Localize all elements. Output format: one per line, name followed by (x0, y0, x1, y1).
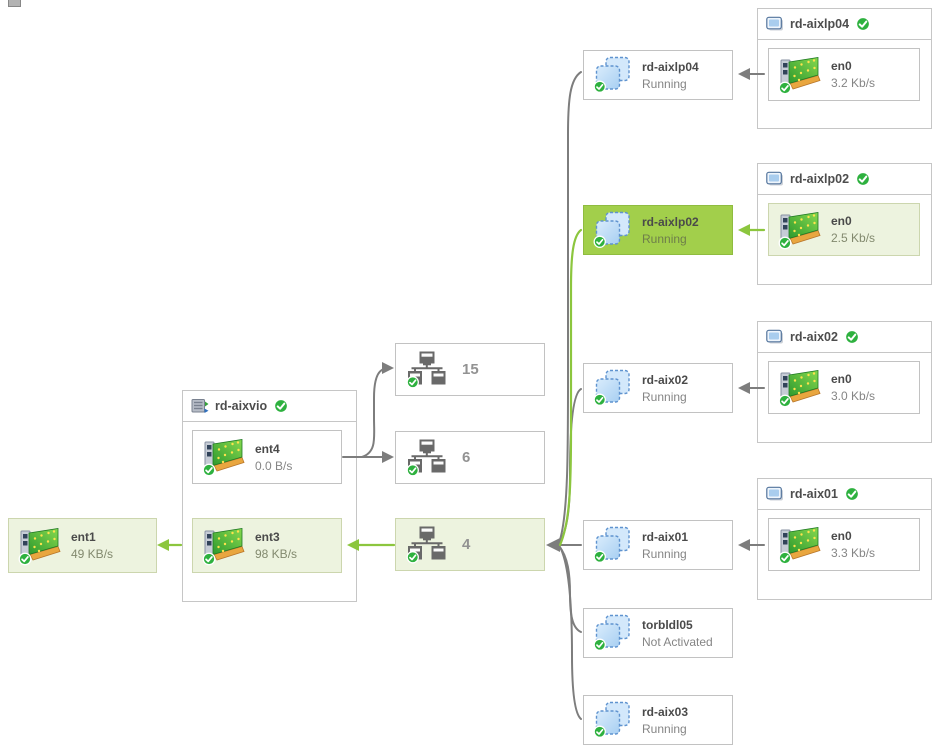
network-switch-icon (405, 439, 447, 477)
node-ent1[interactable]: ent1 49 KB/s (8, 518, 157, 573)
node-ent4[interactable]: ent4 0.0 B/s (192, 430, 342, 484)
adapter-name: en0 (831, 59, 852, 73)
node-switch-15[interactable]: 15 (395, 343, 545, 396)
status-ok-icon (844, 329, 860, 345)
host-icon (766, 486, 784, 502)
lpar-status: Not Activated (642, 634, 713, 649)
adapter-name: en0 (831, 529, 852, 543)
node-lpar-torbldl05[interactable]: torbldl05 Not Activated (583, 608, 733, 658)
group-title: rd-aixlp04 (790, 17, 850, 31)
arrowhead (382, 362, 394, 374)
network-switch-icon (405, 526, 447, 564)
node-en0-rd-aix01[interactable]: en0 3.3 Kb/s (768, 518, 920, 571)
adapter-rate: 2.5 Kb/s (831, 231, 876, 245)
node-ent3[interactable]: ent3 98 KB/s (192, 518, 342, 573)
lpar-name: rd-aixlp04 (642, 59, 699, 74)
network-adapter-icon (778, 368, 822, 408)
group-header-rd-aix02[interactable]: rd-aix02 (758, 322, 931, 353)
node-switch-6[interactable]: 6 (395, 431, 545, 484)
adapter-name: en0 (831, 372, 852, 386)
arrowhead (546, 538, 560, 552)
adapter-rate: 3.3 Kb/s (831, 546, 876, 560)
status-ok-icon (844, 486, 860, 502)
switch-count: 15 (462, 361, 479, 378)
edge-lpar-rd-aix03-to-switch4 (559, 546, 582, 720)
lpar-name: rd-aix03 (642, 704, 689, 719)
lpar-name: rd-aixlp02 (642, 214, 699, 229)
adapter-rate: 49 KB/s (71, 547, 114, 561)
lpar-status: Running (642, 721, 687, 736)
arrowhead-active (157, 539, 169, 551)
status-ok-icon (855, 171, 871, 187)
status-ok-icon (855, 16, 871, 32)
group-title: rd-aix02 (790, 330, 838, 344)
switch-count: 6 (462, 449, 471, 466)
adapter-name: ent1 (71, 530, 96, 544)
adapter-rate: 0.0 B/s (255, 458, 293, 473)
edge-lpar-rd-aixlp02-to-switch4-active (558, 228, 583, 547)
network-switch-icon (405, 351, 447, 389)
network-adapter-icon (18, 526, 62, 566)
adapter-name: ent4 (255, 441, 280, 456)
node-lpar-rd-aixlp02[interactable]: rd-aixlp02 Running (583, 205, 733, 255)
arrowhead-active (738, 224, 750, 236)
clipped-window-icon (8, 0, 21, 7)
adapter-name: en0 (831, 214, 852, 228)
lpar-status: Running (642, 546, 687, 561)
adapter-name: ent3 (255, 530, 280, 544)
lpar-icon (593, 614, 633, 652)
arrowhead (738, 539, 750, 551)
lpar-name: torbldl05 (642, 617, 693, 632)
arrowhead (738, 382, 750, 394)
arrowhead (738, 68, 750, 80)
node-lpar-rd-aixlp04[interactable]: rd-aixlp04 Running (583, 50, 733, 100)
group-header-rd-aixlp04[interactable]: rd-aixlp04 (758, 9, 931, 40)
lpar-icon (593, 526, 633, 564)
host-icon (766, 329, 784, 345)
adapter-rate: 3.2 Kb/s (831, 76, 876, 90)
network-adapter-icon (778, 55, 822, 95)
node-lpar-rd-aix02[interactable]: rd-aix02 Running (583, 363, 733, 413)
node-lpar-rd-aix01[interactable]: rd-aix01 Running (583, 520, 733, 570)
node-lpar-rd-aix03[interactable]: rd-aix03 Running (583, 695, 733, 745)
lpar-status: Running (642, 231, 687, 246)
group-title: rd-aixvio (215, 399, 268, 413)
adapter-rate: 3.0 Kb/s (831, 389, 876, 403)
edge-lpar-rd-aixlp04-to-switch4 (558, 71, 582, 544)
network-adapter-icon (202, 437, 246, 477)
group-header-rd-aixvio[interactable]: rd-aixvio (183, 391, 356, 422)
host-icon (766, 171, 784, 187)
group-title: rd-aix01 (790, 487, 838, 501)
switch-count: 4 (462, 536, 471, 553)
lpar-icon (593, 369, 633, 407)
lpar-name: rd-aix02 (642, 372, 689, 387)
edge-lpar-torbldl05-to-switch4 (558, 545, 582, 633)
adapter-rate: 98 KB/s (255, 547, 298, 561)
node-en0-rd-aixlp04[interactable]: en0 3.2 Kb/s (768, 48, 920, 101)
edge-ent4-to-switch15 (361, 368, 385, 458)
vio-server-icon (191, 398, 209, 414)
lpar-icon (593, 211, 633, 249)
host-icon (766, 16, 784, 32)
group-header-rd-aixlp02[interactable]: rd-aixlp02 (758, 164, 931, 195)
group-title: rd-aixlp02 (790, 172, 850, 186)
lpar-status: Running (642, 76, 687, 91)
network-adapter-icon (778, 525, 822, 565)
network-adapter-icon (202, 526, 246, 566)
lpar-icon (593, 56, 633, 94)
lpar-name: rd-aix01 (642, 529, 689, 544)
node-en0-rd-aix02[interactable]: en0 3.0 Kb/s (768, 361, 920, 414)
arrowhead (382, 451, 394, 463)
node-en0-rd-aixlp02[interactable]: en0 2.5 Kb/s (768, 203, 920, 256)
edge-lpar-rd-aix02-to-switch4 (558, 388, 582, 545)
lpar-status: Running (642, 389, 687, 404)
network-adapter-icon (778, 210, 822, 250)
group-header-rd-aix01[interactable]: rd-aix01 (758, 479, 931, 510)
status-ok-icon (273, 398, 289, 414)
lpar-icon (593, 701, 633, 739)
node-switch-4[interactable]: 4 (395, 518, 545, 571)
